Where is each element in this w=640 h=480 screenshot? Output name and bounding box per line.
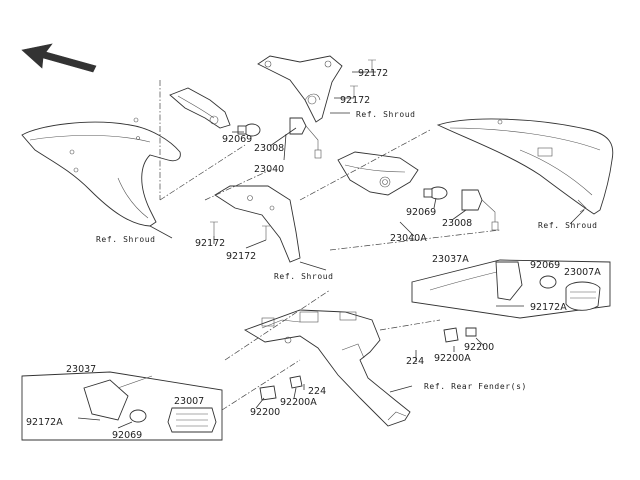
right-lens-part xyxy=(565,281,601,311)
part-label-23040a: 23040A xyxy=(390,233,427,244)
part-label-23008-left: 23008 xyxy=(254,143,284,154)
part-label-224-bottom: 224 xyxy=(308,386,326,397)
part-label-23007: 23007 xyxy=(174,396,204,407)
left-socket-part xyxy=(289,117,322,159)
middle-bulb-part xyxy=(423,186,448,200)
part-label-92200-right: 92200 xyxy=(464,342,494,353)
fender-grommet-left xyxy=(259,375,303,401)
part-label-92172a-right: 92172A xyxy=(530,302,567,313)
part-label-92200a-right: 92200A xyxy=(434,353,471,364)
license-plate-bracket xyxy=(214,185,301,263)
top-bracket-part xyxy=(257,55,343,123)
assembly-lines xyxy=(159,80,501,411)
part-label-92069-bottom: 92069 xyxy=(112,430,142,441)
fender-grommet-right xyxy=(443,327,477,343)
ref-label-rear-fender: Ref. Rear Fender(s) xyxy=(424,382,527,391)
part-label-224-right: 224 xyxy=(406,356,424,367)
middle-turn-signal-bracket xyxy=(337,151,419,196)
right-shroud-outline xyxy=(436,118,614,215)
left-turn-signal-bracket xyxy=(169,87,231,129)
part-label-92172a-left: 92172A xyxy=(26,417,63,428)
screw-icon xyxy=(210,59,376,240)
part-label-92172-mid-right: 92172 xyxy=(226,251,256,262)
part-label-92172-top-1: 92172 xyxy=(358,68,388,79)
left-bulb-lower-part xyxy=(129,409,147,423)
part-label-23007a: 23007A xyxy=(564,267,601,278)
part-label-92200a-bottom: 92200A xyxy=(280,397,317,408)
rear-fender-part xyxy=(243,309,411,427)
part-label-23008-mid: 23008 xyxy=(442,218,472,229)
right-bulb-part xyxy=(539,275,557,289)
part-label-92200-bottom: 92200 xyxy=(250,407,280,418)
part-label-92172-mid-left: 92172 xyxy=(195,238,225,249)
part-label-92069-left: 92069 xyxy=(222,134,252,145)
left-shroud-outline xyxy=(21,117,181,227)
part-label-23037: 23037 xyxy=(66,364,96,375)
part-label-92069-right: 92069 xyxy=(530,260,560,271)
part-label-23037a: 23037A xyxy=(432,254,469,265)
part-label-92069-mid: 92069 xyxy=(406,207,436,218)
part-label-92172-top-2: 92172 xyxy=(340,95,370,106)
leader-lines xyxy=(77,71,585,429)
left-lens-part xyxy=(167,407,217,433)
ref-label-shroud-top: Ref. Shroud xyxy=(356,110,416,119)
left-bulb-part xyxy=(237,123,261,137)
right-turn-signal-box xyxy=(411,259,611,319)
front-direction-arrow-icon xyxy=(21,43,97,73)
part-label-23040: 23040 xyxy=(254,164,284,175)
ref-label-shroud-mid: Ref. Shroud xyxy=(274,272,334,281)
middle-socket-part xyxy=(461,189,499,231)
ref-label-shroud-right: Ref. Shroud xyxy=(538,221,598,230)
ref-label-shroud-left: Ref. Shroud xyxy=(96,235,156,244)
